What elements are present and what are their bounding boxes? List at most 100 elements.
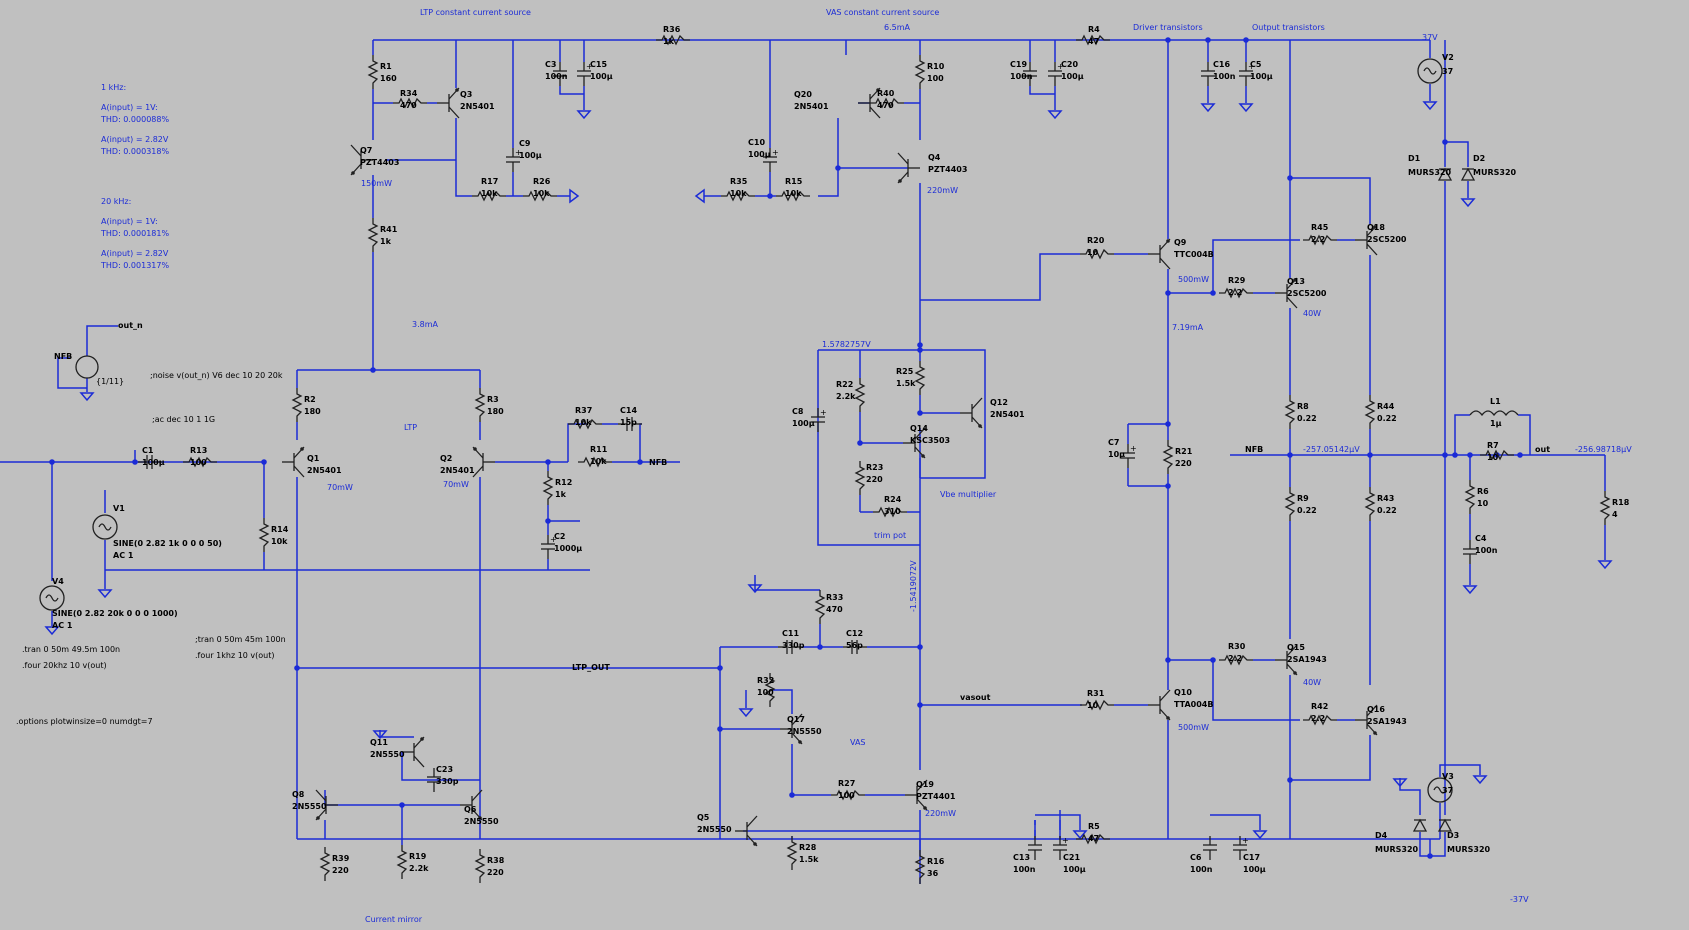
junction-dot <box>370 367 376 373</box>
resistor-r25 <box>914 361 926 395</box>
capacitor-c2: + <box>541 535 557 559</box>
component-ref: R14 <box>271 525 289 534</box>
capacitor-c9: + <box>506 148 522 172</box>
arrow-flag <box>569 188 580 204</box>
component-value: 1µ <box>1490 419 1502 428</box>
component-ref: R12 <box>555 478 572 487</box>
section-title: Driver transistors <box>1133 23 1203 32</box>
wire <box>86 325 118 356</box>
component-ref: Q5 <box>697 813 710 822</box>
component-ref: C2 <box>554 532 565 541</box>
section-title: VAS constant current source <box>826 8 939 17</box>
component-ref: C16 <box>1213 60 1230 69</box>
power-label: 220mW <box>925 809 956 818</box>
component-ref: C20 <box>1061 60 1078 69</box>
wire <box>1518 414 1531 455</box>
thd-measurement: A(input) = 1V: <box>101 103 158 112</box>
component-ref: C3 <box>545 60 556 69</box>
component-ref: Q14 <box>910 424 928 433</box>
component-ref: R8 <box>1297 402 1309 411</box>
wire <box>1419 832 1430 857</box>
component-ref: R44 <box>1377 402 1395 411</box>
ground-symbol <box>44 626 60 636</box>
component-ref: C9 <box>519 139 531 148</box>
capacitor-c1 <box>138 455 162 469</box>
component-ref: R17 <box>481 177 498 186</box>
thd-measurement: A(input) = 2.82V <box>101 135 169 144</box>
component-value: 470 <box>400 101 417 110</box>
component-ref: Q3 <box>460 90 472 99</box>
spice-directive: .options plotwinsize=0 numdgt=7 <box>16 717 153 726</box>
component-value: 0.22 <box>1297 506 1317 515</box>
capacitor-c16 <box>1201 62 1215 86</box>
component-value: 100µ <box>792 419 815 428</box>
rail-label: -37V <box>1510 895 1529 904</box>
component-ref: C13 <box>1013 853 1030 862</box>
component-ref: V4 <box>52 577 64 586</box>
transistor-q2 <box>472 446 495 478</box>
resistor-r33 <box>814 590 826 624</box>
component-value: 10µ <box>1108 450 1125 459</box>
resistor-r2 <box>291 388 303 422</box>
transistor-q10 <box>1148 689 1171 721</box>
resistor-r45 <box>1303 234 1337 246</box>
source-spec: AC 1 <box>113 551 134 560</box>
component-ref: R4 <box>1088 25 1100 34</box>
component-ref: R25 <box>896 367 914 376</box>
component-ref: D1 <box>1408 154 1421 163</box>
resistor-r14 <box>258 518 270 552</box>
component-value: 10k <box>271 537 288 546</box>
component-ref: Q8 <box>292 790 305 799</box>
spice-directive: .tran 0 50m 49.5m 100n <box>22 645 120 654</box>
component-value: 2N5550 <box>370 750 405 759</box>
wire <box>639 423 642 462</box>
current-label: 3.8mA <box>412 320 439 329</box>
component-ref: R31 <box>1087 689 1105 698</box>
resistor-r8 <box>1284 395 1296 429</box>
wire <box>1290 735 1371 781</box>
resistor-r43 <box>1364 487 1376 521</box>
wire <box>770 689 793 714</box>
component-value: 100 <box>757 688 774 697</box>
component-ref: C21 <box>1063 853 1080 862</box>
wire <box>324 790 460 806</box>
wire <box>401 752 480 781</box>
capacitor-c20: + <box>1048 62 1064 86</box>
spice-directive: ;tran 0 50m 45m 100n <box>195 635 286 644</box>
resistor-r41 <box>367 218 379 252</box>
wire <box>1212 239 1300 293</box>
component-value: 56p <box>846 641 863 650</box>
polarity-mark: + <box>1057 62 1064 71</box>
component-value: 2N5550 <box>464 817 499 826</box>
component-value: 10 <box>1087 248 1099 257</box>
component-ref: D3 <box>1447 831 1459 840</box>
component-value: 100n <box>1475 546 1498 555</box>
component-ref: Q6 <box>464 805 477 814</box>
ground-symbol <box>576 110 592 120</box>
junction-dot <box>1243 37 1249 43</box>
component-value: 0.22 <box>1377 414 1397 423</box>
node-label: NFB <box>649 458 667 467</box>
resistor-r39 <box>319 847 331 881</box>
component-value: 100 <box>927 74 944 83</box>
capacitor-c14 <box>618 417 642 431</box>
component-ref: Q7 <box>360 146 372 155</box>
voltage-label: -257.05142µV <box>1303 445 1360 454</box>
transistor-q9 <box>1148 238 1171 270</box>
polarity-mark: + <box>1248 62 1255 71</box>
transistor-q18 <box>1355 224 1378 256</box>
component-value: 1k <box>663 37 675 46</box>
component-ref: Q18 <box>1367 223 1385 232</box>
component-value: 2N5401 <box>794 102 829 111</box>
component-value: 1.5k <box>896 379 916 388</box>
component-value: 220 <box>487 868 504 877</box>
component-ref: R30 <box>1228 642 1246 651</box>
resistor-r4 <box>1076 34 1110 46</box>
resistor-r6 <box>1464 480 1476 514</box>
capacitor-c23 <box>427 768 441 792</box>
component-value: 0.22 <box>1297 414 1317 423</box>
spice-directive: ;noise v(out_n) V6 dec 10 20 20k <box>150 371 283 380</box>
thd-measurement: 20 kHz: <box>101 197 131 206</box>
resistor-r9 <box>1284 487 1296 521</box>
resistor-r13 <box>183 456 217 468</box>
